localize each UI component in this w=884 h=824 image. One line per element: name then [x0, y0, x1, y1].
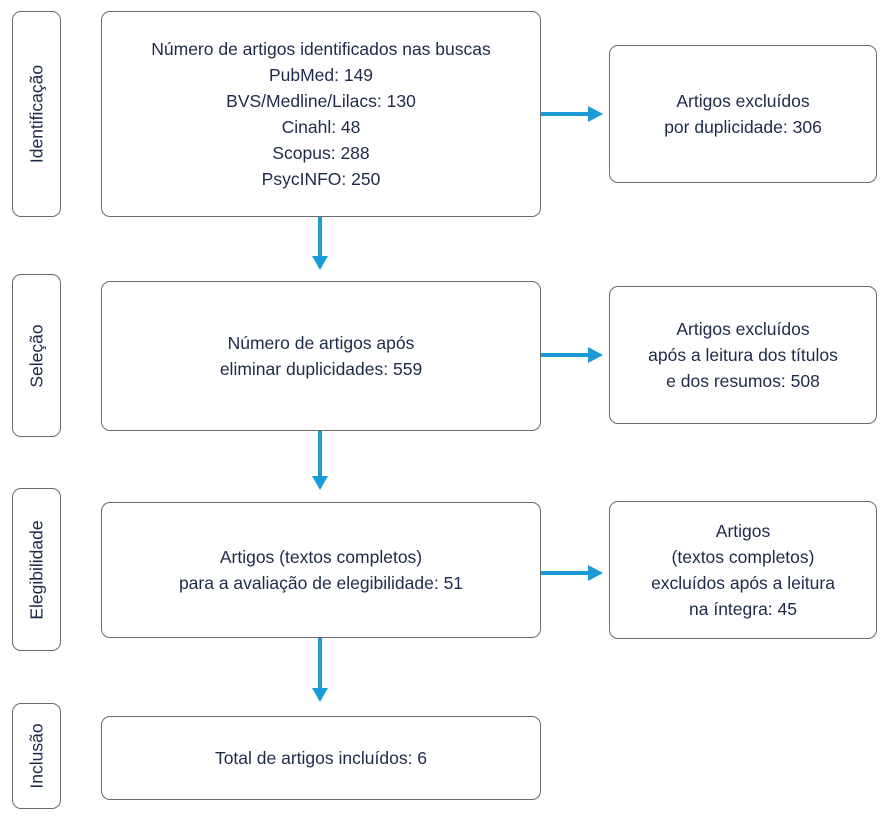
- box-included-line: Total de artigos incluídos: 6: [214, 748, 428, 768]
- box-after-dedup: Número de artigos após eliminar duplicid…: [101, 281, 541, 431]
- box-excluded-full-text-line: Artigos: [715, 521, 771, 541]
- box-excluded-duplicates: Artigos excluídos por duplicidade: 306: [609, 45, 877, 183]
- stage-selecao: Seleção: [12, 274, 61, 437]
- stage-identificacao: Identificação: [12, 11, 61, 217]
- stage-inclusao: Inclusão: [12, 703, 61, 809]
- box-excluded-duplicates-line: Artigos excluídos: [676, 91, 810, 111]
- arrowhead-down-1: [312, 256, 328, 270]
- box-excluded-full-text-line: (textos completos): [671, 547, 815, 567]
- box-full-text-line: para a avaliação de elegibilidade: 51: [178, 573, 464, 593]
- box-excluded-titles-line: Artigos excluídos: [676, 319, 810, 339]
- box-excluded-full-text: Artigos (textos completos) excluídos apó…: [609, 501, 877, 639]
- stage-elegibilidade: Elegibilidade: [12, 488, 61, 651]
- box-identified: Número de artigos identificados nas busc…: [101, 11, 541, 217]
- arrowhead-right-1: [588, 106, 603, 122]
- box-excluded-full-text-line: na íntegra: 45: [689, 599, 797, 619]
- box-excluded-titles-line: após a leitura dos títulos: [648, 345, 838, 365]
- box-full-text-line: Artigos (textos completos): [219, 547, 423, 567]
- box-excluded-titles: Artigos excluídos após a leitura dos tít…: [609, 286, 877, 424]
- box-identified-line: Scopus: 288: [272, 143, 370, 163]
- box-excluded-full-text-line: excluídos após a leitura: [651, 573, 835, 593]
- box-identified-line: BVS/Medline/Lilacs: 130: [226, 91, 416, 111]
- box-identified-line: Cinahl: 48: [281, 117, 361, 137]
- arrowhead-right-3: [588, 565, 603, 581]
- box-identified-line: PsycINFO: 250: [261, 169, 381, 189]
- arrowhead-right-2: [588, 347, 603, 363]
- box-after-dedup-line: eliminar duplicidades: 559: [219, 359, 423, 379]
- box-identified-line: PubMed: 149: [268, 65, 374, 85]
- box-after-dedup-line: Número de artigos após: [227, 333, 415, 353]
- box-full-text: Artigos (textos completos) para a avalia…: [101, 502, 541, 638]
- arrowhead-down-3: [312, 688, 328, 702]
- box-excluded-duplicates-line: por duplicidade: 306: [664, 117, 822, 137]
- box-identified-line: Número de artigos identificados nas busc…: [151, 39, 491, 59]
- box-excluded-titles-line: e dos resumos: 508: [666, 371, 820, 391]
- box-included: Total de artigos incluídos: 6: [101, 716, 541, 800]
- arrowhead-down-2: [312, 476, 328, 490]
